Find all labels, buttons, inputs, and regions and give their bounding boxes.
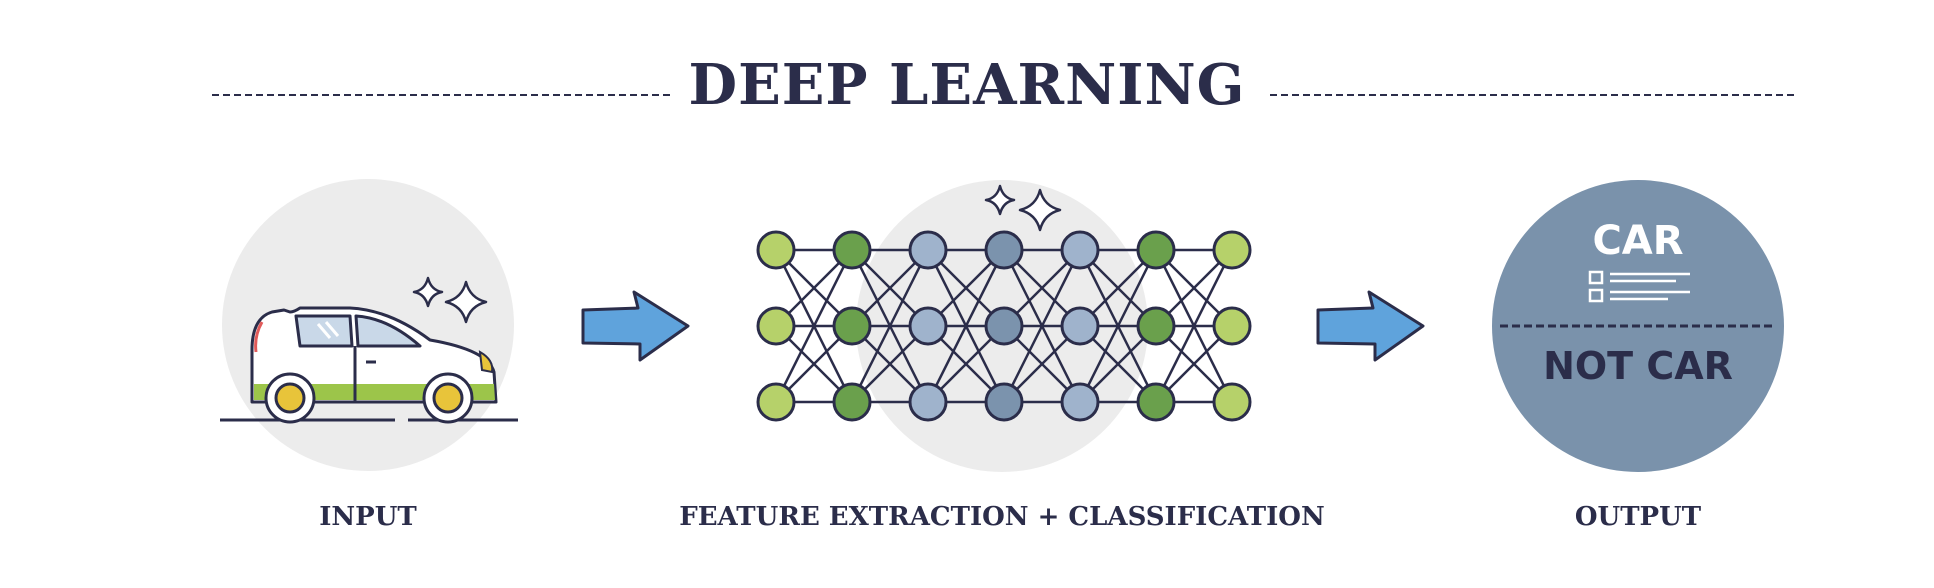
network-node bbox=[832, 306, 872, 346]
output-negative-label: NOT CAR bbox=[1543, 344, 1733, 388]
arrow-right-icon bbox=[1316, 290, 1425, 362]
network-node bbox=[756, 230, 796, 270]
network-edge bbox=[1002, 249, 1082, 403]
network-edge bbox=[1078, 249, 1158, 403]
input-label: INPUT bbox=[319, 502, 417, 532]
network-edge bbox=[850, 249, 930, 403]
network-edge bbox=[1154, 249, 1234, 403]
output-label: OUTPUT bbox=[1574, 502, 1702, 532]
network-node bbox=[1212, 230, 1252, 270]
network-node bbox=[1060, 382, 1100, 422]
network-node bbox=[756, 306, 796, 346]
input-car-illustration bbox=[220, 179, 518, 471]
network-edge bbox=[774, 249, 854, 403]
list-icon bbox=[1588, 270, 1690, 303]
network-node bbox=[908, 306, 948, 346]
network-node bbox=[984, 230, 1024, 270]
sparkle-icon bbox=[984, 184, 1016, 216]
sparkle-icon bbox=[412, 276, 444, 308]
process-label: FEATURE EXTRACTION + CLASSIFICATION bbox=[679, 502, 1325, 532]
network-node bbox=[908, 230, 948, 270]
output-positive-label: CAR bbox=[1592, 218, 1684, 264]
sparkle-icon bbox=[1018, 188, 1062, 232]
network-nodes bbox=[756, 230, 1252, 422]
network-node bbox=[1060, 230, 1100, 270]
network-node bbox=[832, 230, 872, 270]
network-node bbox=[1136, 230, 1176, 270]
network-node bbox=[832, 382, 872, 422]
network-node bbox=[1060, 306, 1100, 346]
network-node bbox=[1212, 382, 1252, 422]
car-window-rear bbox=[354, 314, 422, 348]
sparkle-icon bbox=[444, 280, 488, 324]
network-node bbox=[1136, 306, 1176, 346]
network-edge bbox=[926, 249, 1006, 403]
network-node bbox=[984, 306, 1024, 346]
arrow-right-icon bbox=[581, 290, 690, 362]
network-node bbox=[1212, 306, 1252, 346]
diagram-title-text: DEEP LEARNING bbox=[672, 52, 1262, 118]
network-node bbox=[1136, 382, 1176, 422]
network-node bbox=[908, 382, 948, 422]
diagram-title: DEEP LEARNING bbox=[0, 52, 1934, 118]
network-node bbox=[984, 382, 1024, 422]
network-node bbox=[756, 382, 796, 422]
